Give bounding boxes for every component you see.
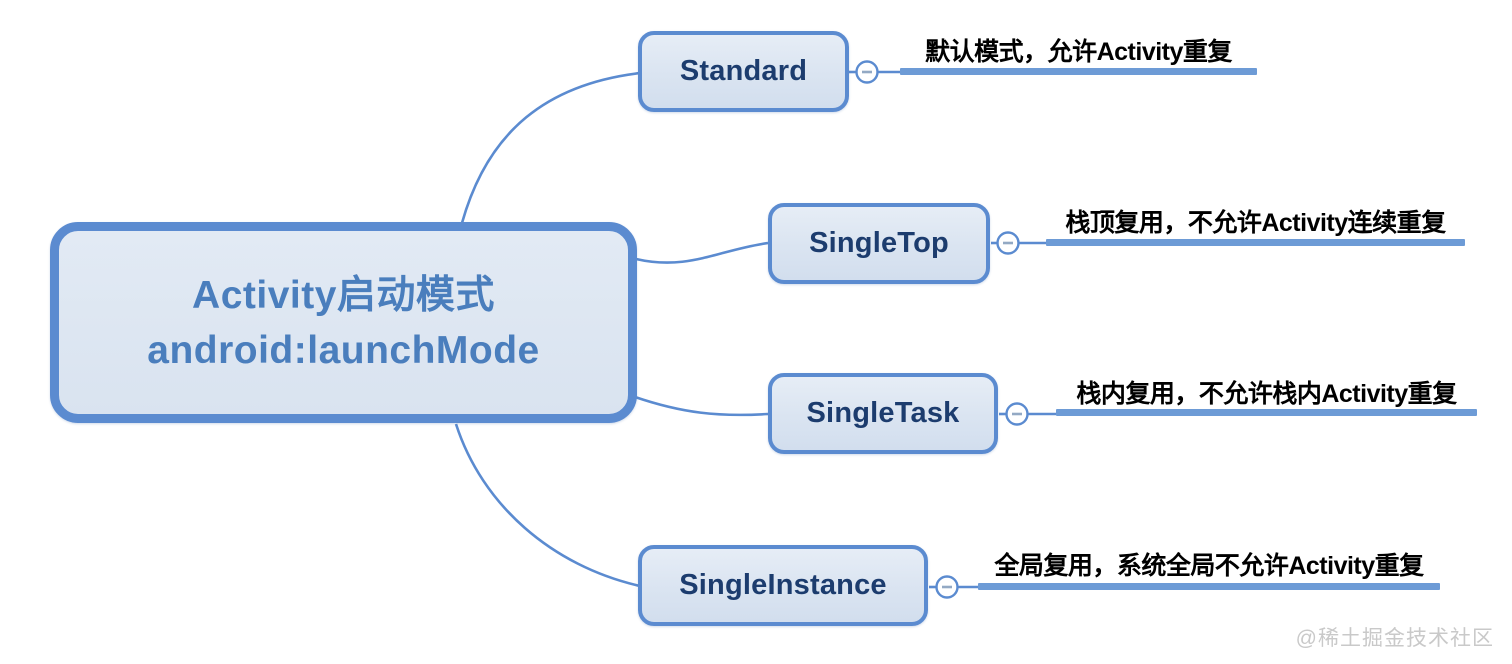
- collapse-toggle-singletop[interactable]: [996, 231, 1020, 255]
- leaf-underline-singletop: [1046, 239, 1465, 246]
- watermark: @稀土掘金技术社区: [1295, 627, 1494, 650]
- topic-node-singletask[interactable]: SingleTask: [768, 373, 998, 454]
- branch-curve-singleinstance: [454, 423, 641, 588]
- collapse-toggle-singleinstance[interactable]: [935, 575, 959, 599]
- central-topic-node[interactable]: Activity启动模式 android:launchMode: [50, 222, 637, 423]
- central-title-line1: Activity启动模式: [192, 273, 495, 317]
- leaf-underline-singletask: [1056, 409, 1477, 416]
- topic-label: SingleTask: [806, 397, 960, 429]
- branch-curve-singletask: [634, 395, 769, 417]
- topic-label: Standard: [679, 55, 808, 87]
- collapse-toggle-singletask[interactable]: [1005, 402, 1029, 426]
- branch-curve-singletop: [635, 241, 769, 264]
- topic-node-singletop[interactable]: SingleTop: [768, 203, 990, 284]
- leaf-underline-singleinstance: [978, 583, 1440, 590]
- topic-node-singleinstance[interactable]: SingleInstance: [638, 545, 928, 626]
- leaf-description-singletask: 栈内复用，不允许栈内Activity重复: [1076, 380, 1457, 408]
- topic-node-standard[interactable]: Standard: [638, 31, 849, 112]
- central-title-line2: android:launchMode: [147, 328, 540, 372]
- collapse-toggle-standard[interactable]: [855, 60, 879, 84]
- topic-label: SingleTop: [809, 227, 949, 259]
- leaf-description-standard: 默认模式，允许Activity重复: [925, 38, 1232, 66]
- leaf-underline-standard: [900, 68, 1257, 75]
- leaf-description-singletop: 栈顶复用，不允许Activity连续重复: [1065, 209, 1446, 237]
- topic-label: SingleInstance: [679, 569, 887, 601]
- central-topic-title: Activity启动模式 android:launchMode: [147, 268, 540, 378]
- branch-curve-standard: [460, 71, 641, 224]
- leaf-description-singleinstance: 全局复用，系统全局不允许Activity重复: [994, 552, 1424, 580]
